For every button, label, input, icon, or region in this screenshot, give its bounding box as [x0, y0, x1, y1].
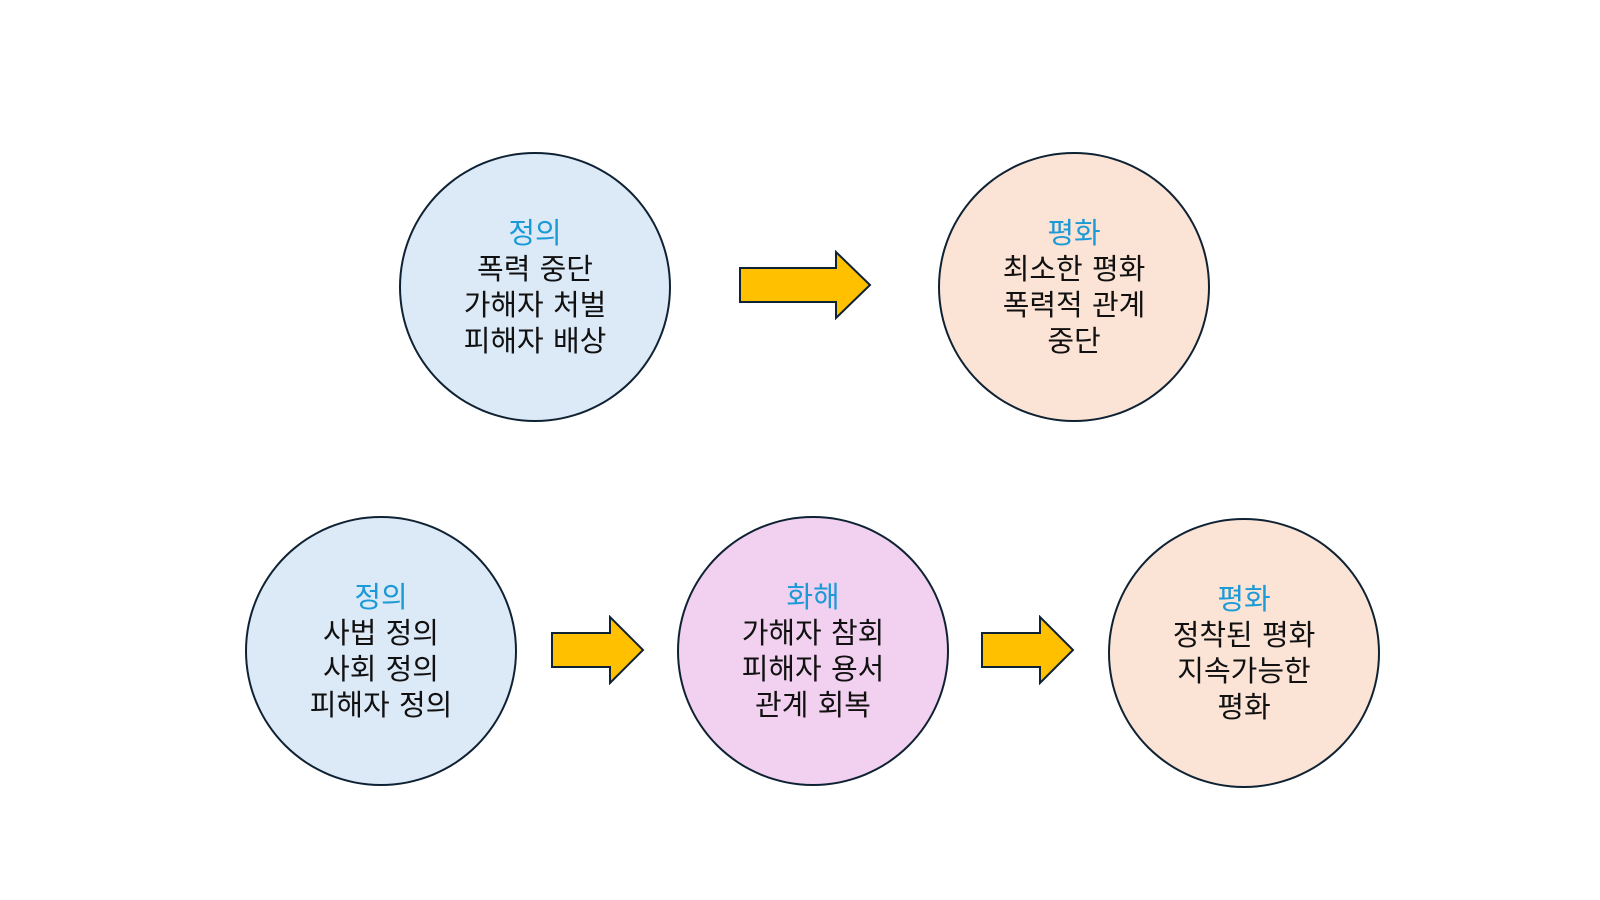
- node-title: 정의: [354, 580, 408, 614]
- node-title: 평화: [1047, 216, 1101, 250]
- node-line: 평화: [1217, 690, 1271, 724]
- node-line: 관계 회복: [755, 688, 871, 722]
- node-line: 피해자 용서: [741, 652, 885, 686]
- bottom-peace-node: 평화 정착된 평화 지속가능한 평화: [1108, 518, 1380, 788]
- node-title: 화해: [786, 580, 840, 614]
- node-line: 중단: [1047, 324, 1101, 358]
- right-arrow-icon: [981, 615, 1075, 685]
- bottom-justice-node: 정의 사법 정의 사회 정의 피해자 정의: [245, 516, 517, 786]
- node-line: 가해자 참회: [741, 616, 885, 650]
- node-line: 피해자 배상: [463, 324, 607, 358]
- node-line: 사회 정의: [323, 652, 439, 686]
- top-peace-node: 평화 최소한 평화 폭력적 관계 중단: [938, 152, 1210, 422]
- node-line: 사법 정의: [323, 616, 439, 650]
- node-line: 피해자 정의: [309, 688, 453, 722]
- node-line: 정착된 평화: [1172, 618, 1316, 652]
- node-line: 지속가능한: [1177, 654, 1311, 688]
- node-line: 폭력 중단: [477, 252, 593, 286]
- node-title: 정의: [508, 216, 562, 250]
- right-arrow-icon: [551, 615, 645, 685]
- node-line: 폭력적 관계: [1002, 288, 1146, 322]
- node-title: 평화: [1217, 582, 1271, 616]
- node-line: 최소한 평화: [1002, 252, 1146, 286]
- right-arrow-icon: [739, 250, 872, 320]
- node-line: 가해자 처벌: [463, 288, 607, 322]
- top-justice-node: 정의 폭력 중단 가해자 처벌 피해자 배상: [399, 152, 671, 422]
- reconciliation-node: 화해 가해자 참회 피해자 용서 관계 회복: [677, 516, 949, 786]
